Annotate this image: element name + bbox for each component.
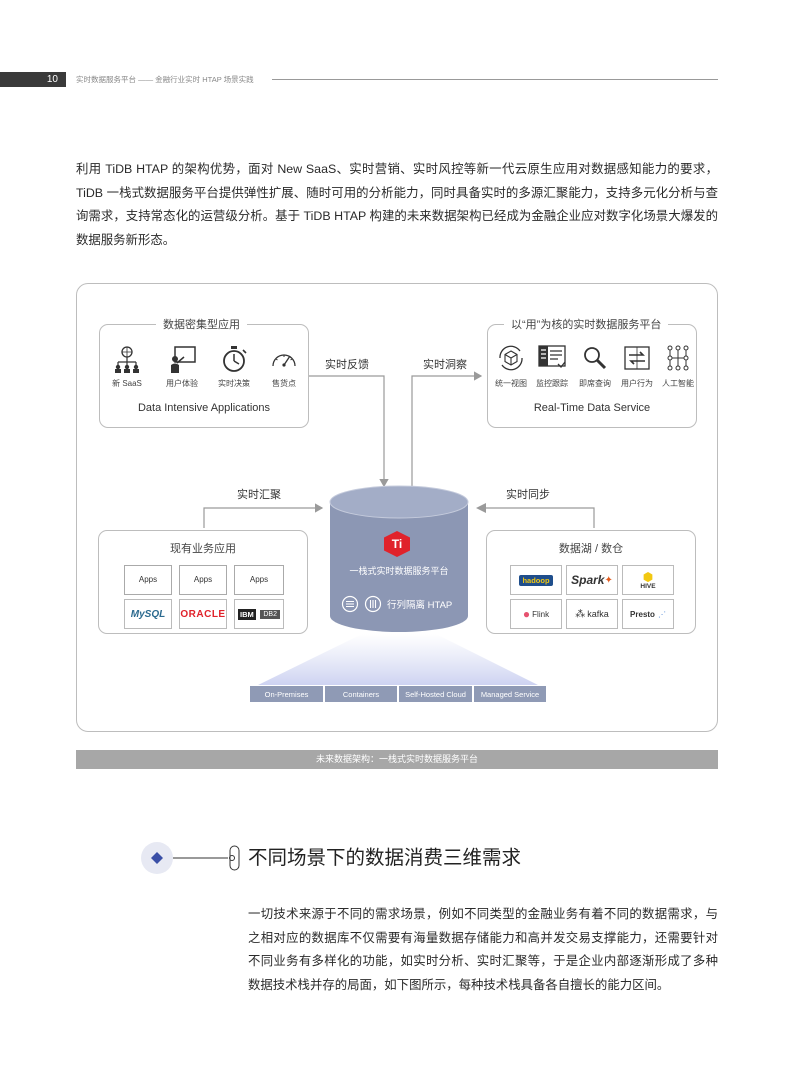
- sync-arrow-head: [476, 503, 486, 513]
- apps-box-1: Apps: [124, 565, 172, 595]
- page-number: 10: [0, 72, 66, 87]
- header-rule: [272, 79, 718, 80]
- hive-logo: ⬢ HIVE: [622, 565, 674, 595]
- presto-label: Presto: [630, 609, 655, 619]
- neural-grid-icon: [662, 342, 694, 374]
- swap-arrows-icon: [621, 342, 653, 374]
- caption-monitoring: 监控跟踪: [536, 379, 568, 388]
- caption-new-saas: 新 SaaS: [112, 379, 142, 388]
- ibm-label: IBM: [238, 608, 256, 620]
- platform-cylinder: [329, 485, 469, 632]
- insight-arrow: [411, 371, 483, 486]
- column-store-icon: [364, 595, 382, 613]
- label-realtime-insight: 实时洞察: [423, 359, 467, 371]
- gauge-icon: [269, 344, 299, 374]
- data-intensive-en-label: Data Intensive Applications: [137, 402, 271, 414]
- panel-title-data-lake: 数据湖 / 数仓: [558, 543, 624, 555]
- ibm-db2-logo: IBM DB2: [234, 599, 284, 629]
- presto-logo: Presto ⋰: [622, 599, 674, 629]
- flink-squirrel-icon: ●: [522, 607, 531, 621]
- label-realtime-feedback: 实时反馈: [325, 359, 369, 371]
- caption-point-of-sale: 售货点: [272, 379, 296, 388]
- aggregate-arrow: [203, 503, 324, 528]
- spark-star-icon: ✦: [604, 574, 613, 586]
- deploy-self-hosted-cloud: Self-Hosted Cloud: [398, 685, 473, 703]
- label-realtime-aggregate: 实时汇聚: [237, 489, 281, 501]
- spark-logo: Spark✦: [566, 565, 618, 595]
- magnifier-icon: [579, 342, 611, 374]
- caption-user-experience: 用户体验: [166, 379, 198, 388]
- kafka-logo: ⁂ kafka: [566, 599, 618, 629]
- panel-title-realtime-service: 以“用”为核的实时数据服务平台: [504, 316, 669, 332]
- panel-title-existing-apps: 现有业务应用: [170, 543, 236, 555]
- panel-title-data-intensive: 数据密集型应用: [156, 316, 247, 332]
- platform-label: 一栈式实时数据服务平台: [349, 566, 449, 576]
- flink-logo: ● Flink: [510, 599, 562, 629]
- mysql-logo: MySQL: [124, 599, 172, 629]
- deploy-managed-service: Managed Service: [473, 685, 547, 703]
- htap-label: 行列隔离 HTAP: [387, 600, 453, 611]
- light-cone: [256, 634, 540, 686]
- caption-realtime-decision: 实时决策: [218, 379, 250, 388]
- caption-ai: 人工智能: [662, 379, 694, 388]
- kafka-label: kafka: [587, 609, 609, 619]
- org-network-icon: [112, 344, 142, 374]
- body-paragraph: 一切技术来源于不同的需求场景，例如不同类型的金融业务有着不同的数据需求，与之相对…: [248, 907, 718, 992]
- presenter-icon: [167, 344, 197, 374]
- flink-label: Flink: [532, 609, 550, 619]
- kafka-graph-icon: ⁂: [575, 608, 586, 620]
- section-marker: [141, 842, 240, 874]
- apps-box-3: Apps: [234, 565, 284, 595]
- hadoop-label: hadoop: [519, 574, 553, 586]
- running-title: 实时数据服务平台 —— 金融行业实时 HTAP 场景实践: [76, 75, 254, 84]
- caption-unified-view: 统一视图: [495, 379, 527, 388]
- stopwatch-icon: [219, 344, 249, 374]
- section-title: 不同场景下的数据消费三维需求: [248, 847, 522, 869]
- caption-user-behavior: 用户行为: [621, 379, 653, 388]
- row-store-icon: [341, 595, 359, 613]
- realtime-service-en-label: Real-Time Data Service: [533, 402, 651, 414]
- monitor-list-icon: [536, 342, 568, 374]
- caption-adhoc-query: 即席查询: [579, 379, 611, 388]
- deploy-on-premises: On-Premises: [249, 685, 324, 703]
- hive-bee-icon: ⬢: [642, 569, 654, 584]
- deploy-containers: Containers: [324, 685, 398, 703]
- figure-caption: 未来数据架构：一栈式实时数据服务平台: [76, 750, 718, 769]
- sync-line: [478, 507, 595, 528]
- cube-cycle-icon: [495, 342, 527, 374]
- feedback-arrow: [308, 375, 389, 488]
- intro-paragraph: 利用 TiDB HTAP 的架构优势，面对 New SaaS、实时营销、实时风控…: [76, 162, 718, 247]
- spark-label: Spark: [571, 573, 605, 587]
- label-realtime-sync: 实时同步: [506, 489, 550, 501]
- oracle-logo: ORACLE: [179, 599, 227, 629]
- apps-box-2: Apps: [179, 565, 227, 595]
- presto-icon: ⋰: [657, 609, 666, 619]
- hadoop-logo: hadoop: [510, 565, 562, 595]
- hive-label: HIVE: [640, 582, 656, 590]
- db2-label: DB2: [260, 609, 280, 619]
